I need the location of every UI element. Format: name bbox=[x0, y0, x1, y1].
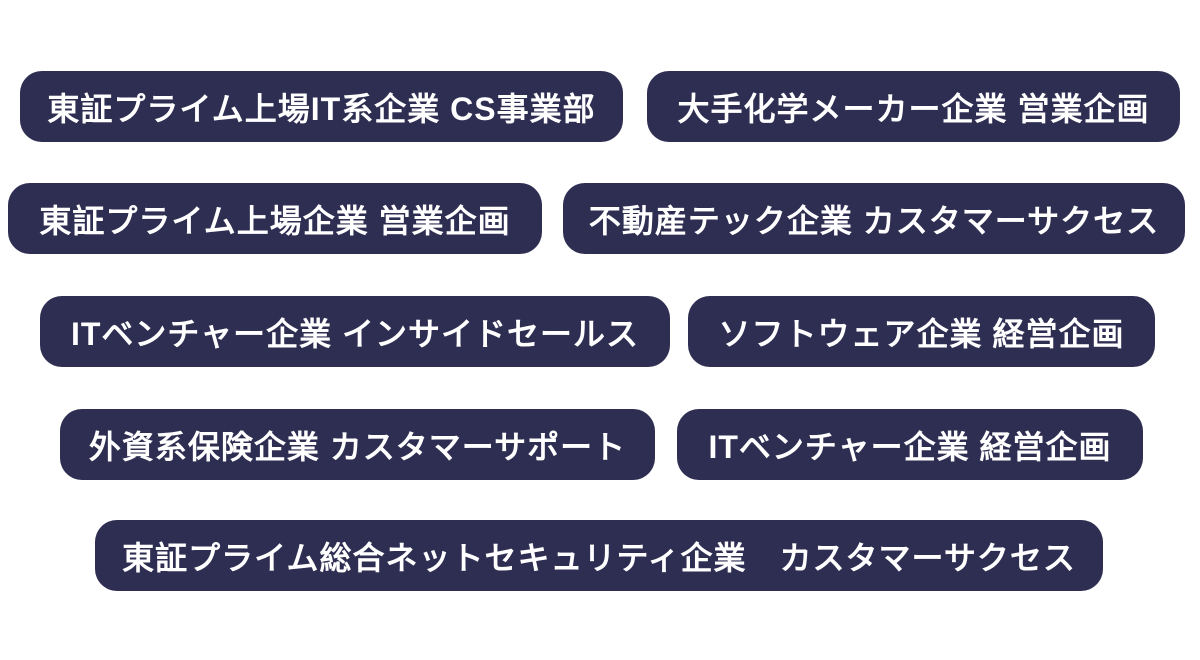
client-badge: 不動産テック企業 カスタマーサクセス bbox=[563, 183, 1185, 254]
client-badge: ソフトウェア企業 経営企画 bbox=[688, 296, 1155, 367]
client-badge: ITベンチャー企業 経営企画 bbox=[677, 409, 1143, 480]
client-badge: 東証プライム上場IT系企業 CS事業部 bbox=[20, 71, 623, 142]
client-badge: 東証プライム総合ネットセキュリティ企業 カスタマーサクセス bbox=[95, 520, 1103, 591]
client-badge: 東証プライム上場企業 営業企画 bbox=[8, 183, 542, 254]
client-badge: 外資系保険企業 カスタマーサポート bbox=[60, 409, 655, 480]
client-badge: ITベンチャー企業 インサイドセールス bbox=[40, 296, 670, 367]
client-badge: 大手化学メーカー企業 営業企画 bbox=[647, 71, 1180, 142]
